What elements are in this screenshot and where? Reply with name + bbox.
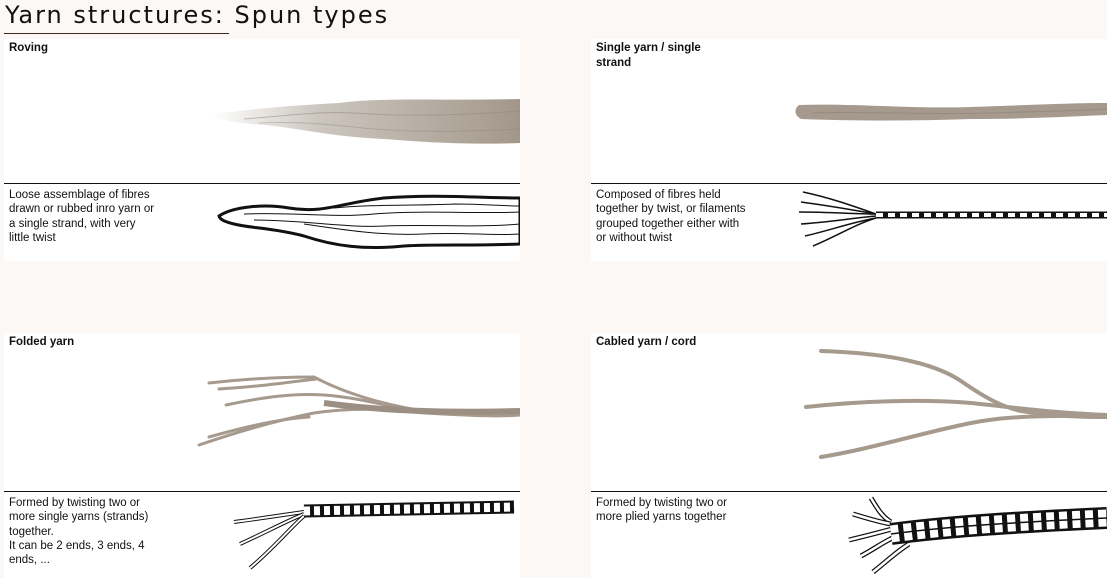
cabled-yarn-drawing: Formed by twisting two or more plied yar…: [591, 492, 1107, 578]
roving-photo: Roving: [4, 39, 520, 183]
cabled-yarn-photo: Cabled yarn / cord: [591, 333, 1107, 491]
folded-yarn-photo: Folded yarn: [4, 333, 520, 491]
panel-heading: Cabled yarn / cord: [596, 335, 726, 350]
panel-description: Loose assemblage of fibres drawn or rubb…: [9, 188, 159, 245]
panel-heading: Single yarn / single strand: [596, 41, 726, 71]
panel-description: Formed by twisting two or more plied yar…: [596, 496, 746, 525]
folded-yarn-drawing: Formed by twisting two or more single ya…: [4, 492, 520, 578]
panel-description: Composed of fibres held together by twis…: [596, 188, 746, 245]
panel-description: Formed by twisting two or more single ya…: [9, 496, 159, 567]
roving-drawing: Loose assemblage of fibres drawn or rubb…: [4, 184, 520, 261]
panel-heading: Folded yarn: [9, 335, 139, 350]
page-title: Yarn structures: Spun types: [5, 0, 389, 30]
single-yarn-photo: Single yarn / single strand: [591, 39, 1107, 183]
panel-heading: Roving: [9, 41, 139, 56]
single-yarn-drawing: Composed of fibres held together by twis…: [591, 184, 1107, 261]
title-underline: [4, 33, 229, 34]
